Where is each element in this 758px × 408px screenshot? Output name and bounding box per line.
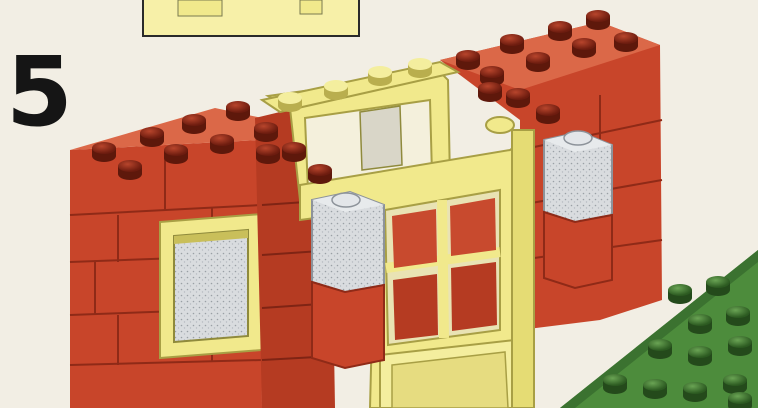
red-stud [586, 10, 610, 30]
red-stud [478, 82, 502, 102]
red-stud [548, 21, 572, 41]
green-stud [603, 374, 627, 394]
yellow-stud [408, 58, 432, 78]
green-stud [643, 379, 667, 399]
red-stud [308, 164, 332, 184]
red-stud [572, 38, 596, 58]
green-stud [706, 276, 730, 296]
green-stud [688, 346, 712, 366]
green-stud [728, 392, 752, 408]
yellow-stud [368, 66, 392, 86]
red-stud [118, 160, 142, 180]
red-stud [182, 114, 206, 134]
red-stud [164, 144, 188, 164]
green-stud [726, 306, 750, 326]
transparent-brick-right [544, 131, 612, 222]
red-stud [254, 122, 278, 142]
red-stud [614, 32, 638, 52]
red-stud [526, 52, 550, 72]
red-stud [210, 134, 234, 154]
yellow-stud [324, 80, 348, 100]
red-stud [506, 88, 530, 108]
green-stud [648, 339, 672, 359]
red-stud [500, 34, 524, 54]
green-stud [728, 336, 752, 356]
red-stud [92, 142, 116, 162]
green-stud [688, 314, 712, 334]
red-stud [456, 50, 480, 70]
step-number: 5 [6, 44, 73, 140]
left-window-frame [160, 214, 262, 358]
previous-step-inset [143, 0, 359, 36]
yellow-stud [278, 92, 302, 112]
transparent-brick-left [312, 192, 384, 292]
green-stud [723, 374, 747, 394]
red-brick-under-left [312, 282, 384, 368]
red-stud [226, 101, 250, 121]
red-brick-under-right [544, 212, 612, 288]
red-stud [282, 142, 306, 162]
green-stud [668, 284, 692, 304]
red-stud [536, 104, 560, 124]
red-stud [256, 144, 280, 164]
green-stud [683, 382, 707, 402]
red-stud [140, 127, 164, 147]
